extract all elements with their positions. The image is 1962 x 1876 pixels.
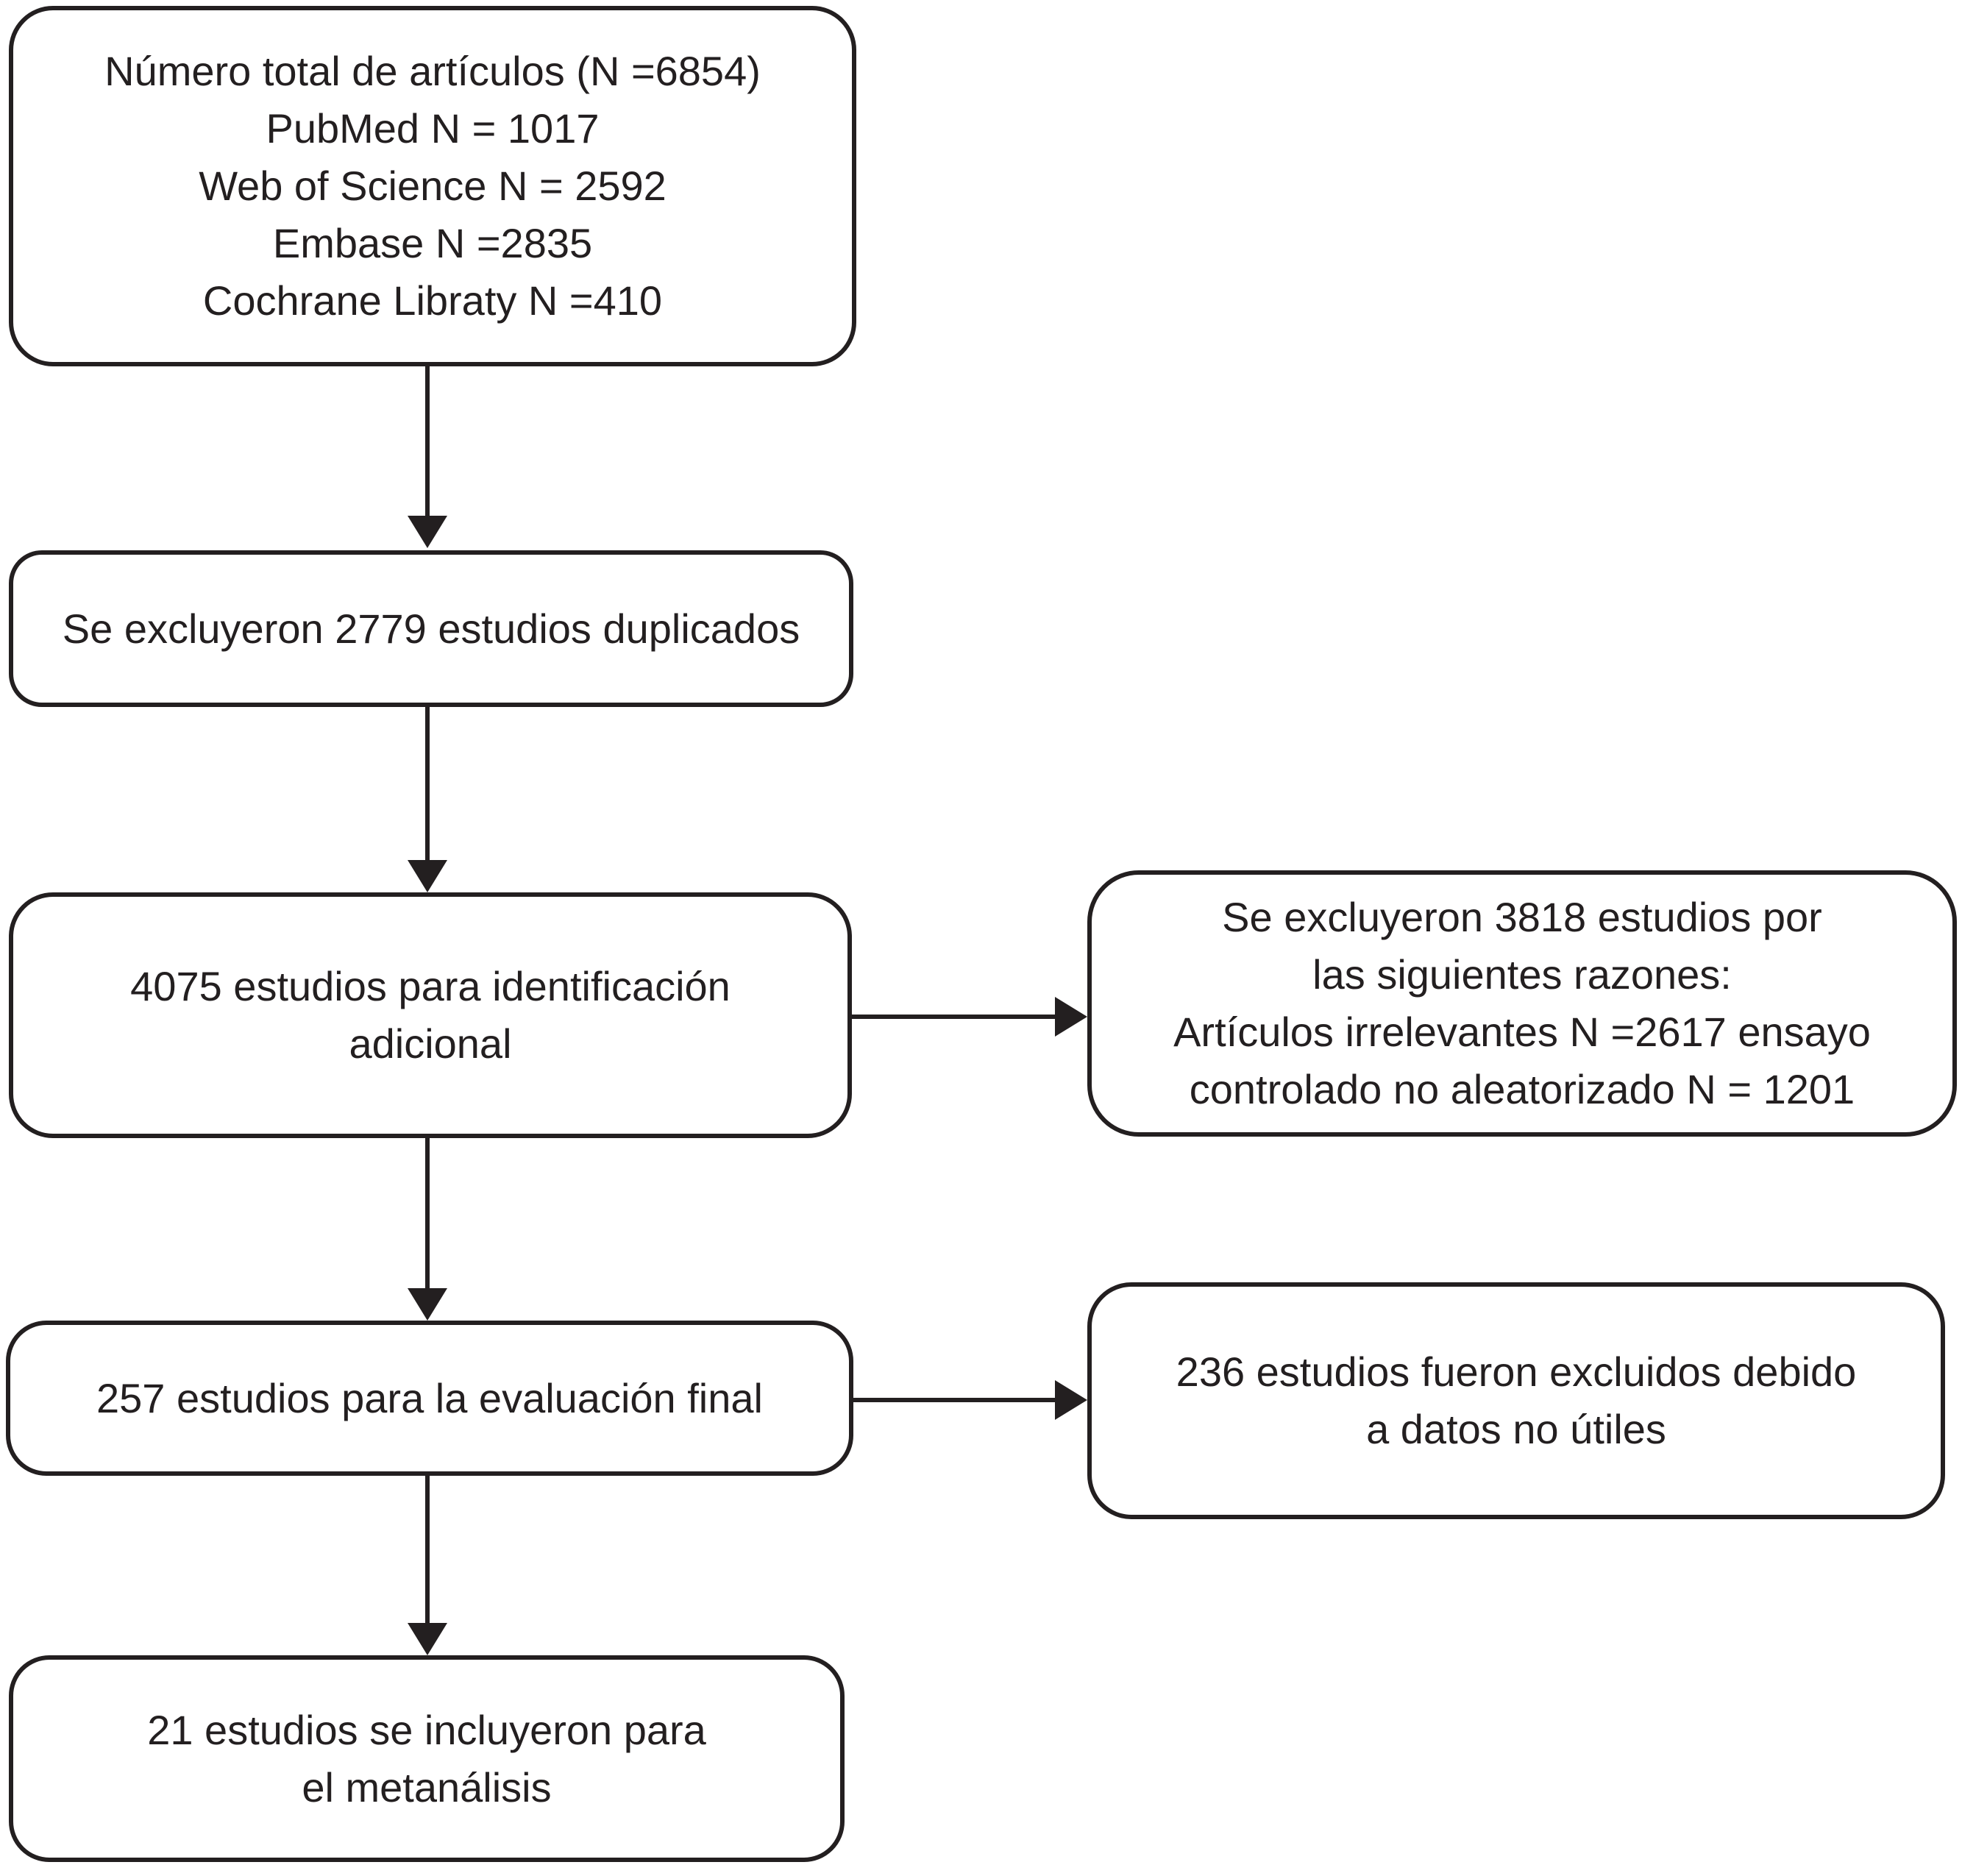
box-identification: 4075 estudios para identificación adicio… <box>9 892 852 1138</box>
box-total-articles-line: Cochrane Libraty N =410 <box>202 277 663 324</box>
arrow-total-to-duplicates-line <box>425 366 430 516</box>
arrow-final-to-meta-line <box>425 1476 430 1623</box>
box-excluded-reasons-line: Artículos irrelevantes N =2617 ensayo <box>1173 1009 1871 1055</box>
arrow-final-to-unusable-line <box>853 1398 1055 1402</box>
arrow-total-to-duplicates-head-icon <box>408 516 447 548</box>
arrow-duplicates-to-identification-line <box>425 707 430 860</box>
box-identification-line: adicional <box>349 1020 512 1067</box>
box-excluded-unusable-line: a datos no útiles <box>1366 1406 1666 1452</box>
box-identification-line: 4075 estudios para identificación <box>130 963 731 1009</box>
box-final-evaluation: 257 estudios para la evaluación final <box>6 1321 853 1476</box>
box-total-articles-line: Web of Science N = 2592 <box>199 163 667 209</box>
arrow-final-to-meta-head-icon <box>408 1623 447 1655</box>
box-meta-analysis-line: el metanálisis <box>302 1763 552 1811</box>
arrow-identification-to-reasons-line <box>852 1015 1055 1019</box>
box-meta-analysis-line: 21 estudios se incluyeron para <box>147 1706 706 1753</box>
arrow-identification-to-final-line <box>425 1138 430 1288</box>
box-total-articles: Número total de artículos (N =6854) PubM… <box>9 6 856 366</box>
box-total-articles-line: Número total de artículos (N =6854) <box>104 48 761 94</box>
arrow-final-to-unusable-head-icon <box>1055 1380 1087 1420</box>
box-excluded-reasons: Se excluyeron 3818 estudios por las sigu… <box>1087 870 1957 1137</box>
box-final-evaluation-line: 257 estudios para la evaluación final <box>96 1374 763 1421</box>
box-excluded-reasons-line: Se excluyeron 3818 estudios por <box>1222 894 1822 940</box>
box-excluded-duplicates-line: Se excluyeron 2779 estudios duplicados <box>62 605 800 652</box>
box-meta-analysis: 21 estudios se incluyeron para el metaná… <box>9 1655 845 1862</box>
box-excluded-duplicates: Se excluyeron 2779 estudios duplicados <box>9 550 853 707</box>
box-excluded-reasons-line: las siguientes razones: <box>1312 951 1732 998</box>
box-excluded-reasons-line: controlado no aleatorizado N = 1201 <box>1189 1066 1855 1112</box>
arrow-identification-to-final-head-icon <box>408 1288 447 1321</box>
box-excluded-unusable-line: 236 estudios fueron excluidos debido <box>1176 1349 1857 1395</box>
box-total-articles-line: PubMed N = 1017 <box>266 105 600 152</box>
box-excluded-unusable: 236 estudios fueron excluidos debido a d… <box>1087 1282 1945 1519</box>
arrow-duplicates-to-identification-head-icon <box>408 860 447 892</box>
box-total-articles-line: Embase N =2835 <box>272 220 593 266</box>
arrow-identification-to-reasons-head-icon <box>1055 997 1087 1037</box>
